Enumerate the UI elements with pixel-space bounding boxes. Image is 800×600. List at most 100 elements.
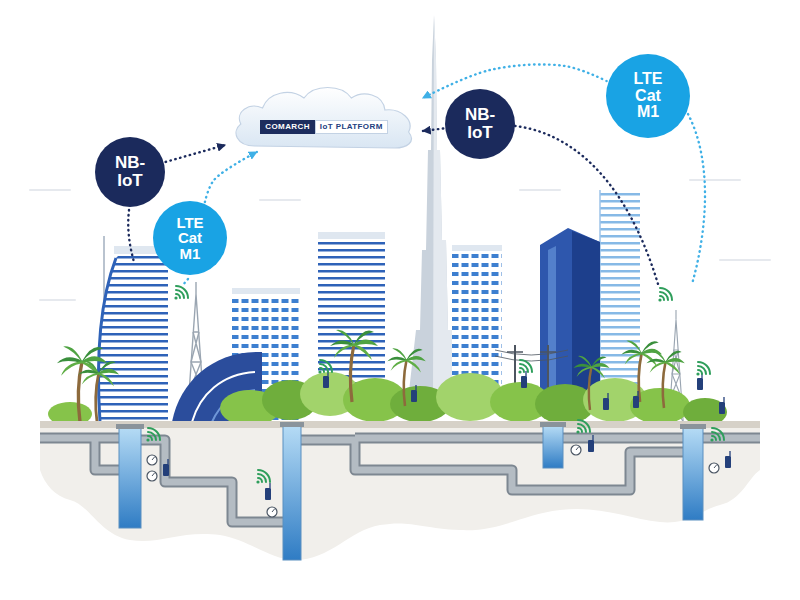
text-group: LTE Cat M1 [633, 71, 662, 121]
sail-building [99, 258, 116, 422]
water-well [119, 428, 141, 528]
wifi-signal [174, 286, 188, 300]
text-group: NB- IoT [115, 154, 145, 189]
iot-device [719, 397, 725, 414]
iot-device [633, 391, 639, 408]
sky-dashes [720, 259, 770, 261]
power-poles [540, 351, 556, 353]
ground [40, 421, 760, 560]
signal-path [128, 114, 705, 286]
power-poles [495, 350, 568, 355]
sky-dashes [520, 189, 560, 191]
water-well [116, 424, 144, 429]
water-well [680, 424, 706, 429]
text-group: LTE Cat M1 [176, 215, 203, 262]
lte-cat-m1-badge: LTE Cat M1 [606, 54, 690, 138]
cloud-platform: COMARCHIoT PLATFORM [225, 82, 422, 152]
wifi-signal [146, 286, 724, 484]
water-pipes [40, 438, 760, 522]
cloud-shape [225, 82, 422, 152]
palm-tree [621, 341, 662, 402]
iot-device [588, 435, 594, 452]
sail-building [99, 236, 170, 422]
wifi-signal [146, 428, 160, 442]
wifi-signal [710, 428, 724, 442]
palm-tree [78, 361, 119, 422]
wifi-signal [318, 360, 332, 374]
palm-tree [330, 330, 378, 402]
water-well [683, 428, 703, 520]
bushes [48, 372, 727, 426]
signal-arrow [166, 145, 226, 162]
text-group: NB- IoT [465, 106, 495, 141]
water-well [543, 426, 563, 468]
iot-device [323, 371, 329, 388]
signal-path [128, 210, 134, 262]
signal-path [688, 114, 705, 284]
sky-dashes [30, 189, 70, 191]
signal-path [515, 126, 658, 284]
palm-tree [387, 348, 425, 406]
wifi-signal [518, 360, 532, 374]
badge-label: NB- IoT [115, 154, 145, 189]
nb-iot-badge: NB- IoT [95, 137, 165, 207]
iot-device [521, 371, 527, 388]
water-well [540, 422, 566, 427]
water-well [283, 426, 301, 560]
office-building [452, 245, 502, 251]
wifi-signal [576, 420, 590, 434]
badge-circle [445, 89, 515, 159]
power-poles [495, 356, 568, 361]
water-meter [709, 463, 719, 473]
platform-label: IoT PLATFORM [315, 120, 388, 134]
iot-device [725, 451, 731, 468]
nb-iot-badge: NB- IoT [445, 89, 515, 159]
water-pipes [40, 438, 760, 522]
platform-label: COMARCH [260, 120, 315, 134]
power-poles [507, 351, 523, 353]
sail-building [99, 252, 168, 422]
sky-dashes [690, 179, 740, 181]
palm-tree [646, 350, 684, 408]
water-meter [147, 455, 157, 465]
signal-arrow [423, 128, 444, 131]
signal-arrow [205, 152, 257, 202]
signal-arrow [423, 64, 607, 98]
office-building [600, 190, 640, 400]
burj-tower [408, 15, 458, 400]
signal-path [182, 279, 188, 286]
iot-device [411, 385, 417, 402]
twisted-tower [548, 246, 556, 395]
badge-label: LTE Cat M1 [176, 215, 203, 262]
badge-circle [95, 137, 165, 207]
badge-circle [606, 54, 690, 138]
water-well [116, 422, 706, 560]
water-meter [571, 445, 581, 455]
water-pipes [40, 438, 760, 522]
palm-tree [574, 356, 610, 410]
ground [40, 421, 760, 428]
wifi-signal [256, 470, 270, 484]
wifi-signal [696, 362, 710, 376]
lte-cat-m1-badge: LTE Cat M1 [153, 201, 227, 275]
water-meter [147, 471, 157, 481]
badge-label: LTE Cat M1 [633, 71, 662, 121]
office-building [232, 288, 300, 294]
water-meter [267, 507, 277, 517]
palm-tree [57, 330, 685, 422]
badge-label: NB- IoT [465, 106, 495, 141]
sky-dashes [40, 299, 75, 301]
iot-device [163, 459, 169, 476]
water-meter [147, 445, 719, 517]
burj-tower [408, 15, 458, 400]
office-building [318, 232, 385, 239]
iot-device [163, 371, 731, 500]
ground [40, 425, 760, 560]
badge-circle [153, 201, 227, 275]
cloud-outline [236, 88, 411, 149]
water-well [280, 422, 304, 427]
sky-dashes [260, 199, 300, 201]
iot-device [603, 393, 609, 410]
